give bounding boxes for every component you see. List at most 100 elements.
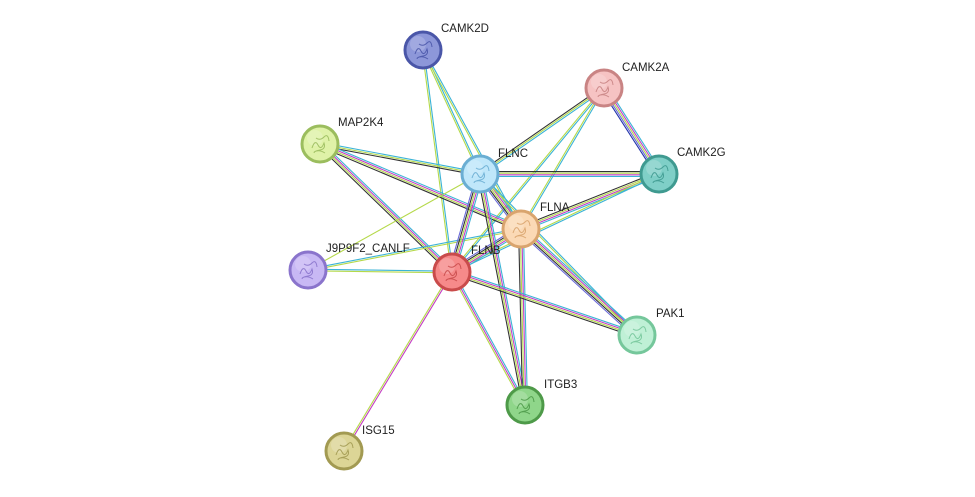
edge-line-textmining: [307, 270, 452, 274]
edge-line-experiments: [452, 270, 638, 335]
edge-line-coexpression: [518, 229, 524, 406]
protein-structure-icon: [299, 261, 318, 280]
node-highlight: [307, 130, 323, 146]
protein-structure-icon: [516, 396, 535, 415]
edge-line-textmining: [519, 87, 604, 229]
node-flnb[interactable]: [432, 252, 472, 292]
node-circle: [432, 252, 472, 292]
edge-line-textmining: [450, 87, 604, 272]
node-label-flnb: FLNB: [471, 245, 501, 257]
node-highlight: [624, 321, 640, 337]
node-circle: [639, 154, 679, 194]
protein-structure-icon: [335, 442, 354, 461]
edge-CAMK2G-FLNC[interactable]: [480, 171, 659, 177]
edge-line-experiments: [521, 228, 527, 405]
edge-line-textmining: [450, 272, 525, 407]
protein-structure-icon: [311, 135, 330, 154]
edge-FLNB-PAK1[interactable]: [451, 269, 638, 338]
edge-line-experiments: [320, 142, 522, 229]
edge-line-experiments: [451, 271, 526, 406]
node-circle: [501, 209, 541, 249]
edge-line-textmining: [451, 272, 637, 337]
edge-line-textmining: [342, 271, 452, 451]
node-circle: [300, 124, 340, 164]
node-flnc[interactable]: [460, 154, 500, 194]
edge-line-database: [452, 270, 527, 405]
edge-line-experiments: [480, 173, 527, 405]
edge-line-database: [308, 268, 453, 272]
edge-CAMK2A-FLNC[interactable]: [478, 86, 606, 176]
node-highlight: [295, 256, 311, 272]
node-label-flna: FLNA: [540, 202, 570, 214]
node-camk2a[interactable]: [584, 68, 624, 108]
edge-line-database: [480, 88, 606, 176]
node-j9p9f2_canlf[interactable]: [288, 250, 328, 290]
edge-line-experiments: [344, 272, 454, 452]
node-flna[interactable]: [501, 209, 541, 249]
node-circle: [288, 250, 328, 290]
edge-line-database: [321, 141, 455, 271]
edge-FLNB-ISG15[interactable]: [342, 271, 454, 452]
edge-CAMK2D-FLNB[interactable]: [421, 49, 454, 273]
node-circle: [460, 154, 500, 194]
edge-line-textmining: [520, 228, 638, 336]
node-highlight: [646, 160, 662, 176]
edge-CAMK2A-FLNA[interactable]: [519, 87, 606, 230]
edge-line-coexpression: [319, 145, 480, 177]
edge-line-coexpression: [478, 86, 604, 174]
node-label-camk2d: CAMK2D: [441, 23, 489, 35]
node-camk2d[interactable]: [403, 30, 443, 70]
edge-line-textmining: [421, 50, 480, 175]
node-highlight: [410, 36, 426, 52]
protein-structure-icon: [443, 263, 462, 282]
node-isg15[interactable]: [324, 431, 364, 471]
node-circle: [584, 68, 624, 108]
node-itgb3[interactable]: [505, 385, 545, 425]
edge-FLNB-ITGB3[interactable]: [450, 270, 527, 407]
edge-line-coexpression: [317, 145, 451, 275]
node-label-isg15: ISG15: [362, 425, 395, 437]
edge-CAMK2A-FLNB[interactable]: [450, 87, 606, 273]
node-label-pak1: PAK1: [656, 308, 685, 320]
node-label-camk2g: CAMK2G: [677, 147, 726, 159]
edge-FLNA-ITGB3[interactable]: [518, 228, 528, 406]
edge-line-textmining: [519, 229, 525, 406]
node-map2k4[interactable]: [300, 124, 340, 164]
edge-J9P9F2_CANLF-FLNB[interactable]: [307, 268, 453, 274]
node-highlight: [591, 74, 607, 90]
edge-MAP2K4-FLNA[interactable]: [318, 141, 523, 232]
edge-line-database: [423, 49, 523, 229]
node-circle: [403, 30, 443, 70]
node-highlight: [512, 391, 528, 407]
node-pak1[interactable]: [617, 315, 657, 355]
edge-line-coexpression: [451, 273, 637, 338]
edge-line-database: [307, 227, 521, 270]
edge-line-coexpression: [519, 229, 637, 337]
node-highlight: [467, 160, 483, 176]
node-label-j9p9f2_canlf: J9P9F2_CANLF: [326, 243, 410, 255]
edge-line-coexpression: [519, 171, 659, 228]
edge-line-textmining: [520, 172, 659, 229]
edge-line-coexpression: [318, 145, 521, 232]
edge-line-database: [452, 269, 638, 334]
edge-J9P9F2_CANLF-FLNA[interactable]: [307, 227, 522, 272]
node-highlight: [439, 258, 455, 274]
edge-CAMK2D-FLNC[interactable]: [421, 49, 482, 175]
edge-line-textmining: [421, 50, 452, 273]
edge-line-experiments: [521, 227, 639, 335]
node-circle: [505, 385, 545, 425]
edge-MAP2K4-FLNB[interactable]: [317, 141, 455, 275]
node-camk2g[interactable]: [639, 154, 679, 194]
edge-MAP2K4-FLNC[interactable]: [319, 141, 481, 177]
edge-line-textmining: [319, 143, 481, 175]
edge-J9P9F2_CANLF-FLNC[interactable]: [307, 173, 481, 271]
protein-structure-icon: [595, 79, 614, 98]
protein-structure-icon: [628, 326, 647, 345]
edge-line-database: [521, 88, 606, 230]
edge-line-coexpression: [477, 174, 524, 406]
protein-structure-icon: [512, 220, 531, 239]
edge-FLNA-PAK1[interactable]: [518, 226, 640, 338]
edge-line-experiments: [320, 143, 453, 272]
protein-structure-icon: [650, 165, 669, 184]
